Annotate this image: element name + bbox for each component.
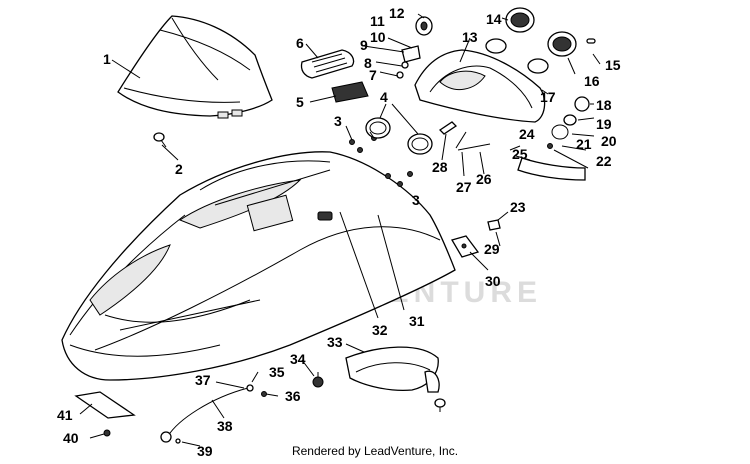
footer-credit: Rendered by LeadVenture, Inc. — [291, 444, 459, 458]
callout-3: 3 — [334, 113, 342, 129]
callout-labels: 1 2 3 3 4 5 6 7 8 9 10 11 12 13 14 15 16… — [57, 5, 621, 459]
trim-strip-part — [517, 157, 586, 181]
fitting-part — [487, 219, 501, 231]
callout-14: 14 — [486, 11, 502, 27]
hood-body-part — [61, 151, 456, 381]
callout-25: 25 — [512, 146, 528, 162]
callout-7: 7 — [369, 67, 377, 83]
callout-8: 8 — [364, 55, 372, 71]
callout-4: 4 — [380, 89, 388, 105]
callout-19: 19 — [596, 116, 612, 132]
callout-29: 29 — [484, 241, 500, 257]
callout-37: 37 — [195, 372, 211, 388]
bracket-part — [451, 235, 480, 258]
clip-part — [396, 45, 421, 79]
callout-5: 5 — [296, 94, 304, 110]
gauge-large-part — [485, 7, 577, 74]
plate-part — [74, 391, 136, 437]
callout-33: 33 — [327, 334, 343, 350]
callout-24: 24 — [519, 126, 535, 142]
callout-1: 1 — [103, 51, 111, 67]
cable-part — [438, 121, 491, 151]
callout-18: 18 — [596, 97, 612, 113]
callout-39: 39 — [197, 443, 213, 459]
callout-36: 36 — [285, 388, 301, 404]
leader-lines — [79, 13, 601, 447]
callout-12: 12 — [389, 5, 405, 21]
callout-40: 40 — [63, 430, 79, 446]
callout-20: 20 — [601, 133, 617, 149]
callout-2: 2 — [175, 161, 183, 177]
callout-15: 15 — [605, 57, 621, 73]
callout-38: 38 — [217, 418, 233, 434]
latch-cable-part — [160, 384, 267, 444]
callout-35: 35 — [269, 364, 285, 380]
callout-32: 32 — [372, 322, 388, 338]
callout-9: 9 — [360, 37, 368, 53]
callout-22: 22 — [596, 153, 612, 169]
callout-6: 6 — [296, 35, 304, 51]
pin-part — [586, 38, 596, 44]
callout-10: 10 — [370, 29, 386, 45]
callout-26: 26 — [476, 171, 492, 187]
pad-part — [331, 81, 369, 103]
callout-30: 30 — [485, 273, 501, 289]
callout-41: 41 — [57, 407, 73, 423]
vent-grille-part — [300, 49, 355, 79]
bezel-part — [365, 117, 433, 155]
callout-11: 11 — [370, 13, 385, 29]
callout-16: 16 — [584, 73, 600, 89]
fastener-part — [349, 135, 413, 187]
callout-13: 13 — [462, 29, 478, 45]
callout-27: 27 — [456, 179, 472, 195]
indicator-part — [547, 96, 590, 149]
dash-console-part — [414, 49, 546, 123]
callout-34: 34 — [290, 351, 306, 367]
screw-part — [153, 132, 446, 412]
callout-28: 28 — [432, 159, 448, 175]
gauge-small-part — [415, 16, 433, 36]
knob-part — [312, 372, 324, 388]
callout-17: 17 — [540, 89, 556, 105]
windshield-part — [117, 15, 273, 119]
callout-3b: 3 — [412, 192, 420, 208]
storage-lid-part — [345, 346, 440, 393]
callout-21: 21 — [576, 136, 592, 152]
callout-23: 23 — [510, 199, 526, 215]
callout-31: 31 — [409, 313, 425, 329]
